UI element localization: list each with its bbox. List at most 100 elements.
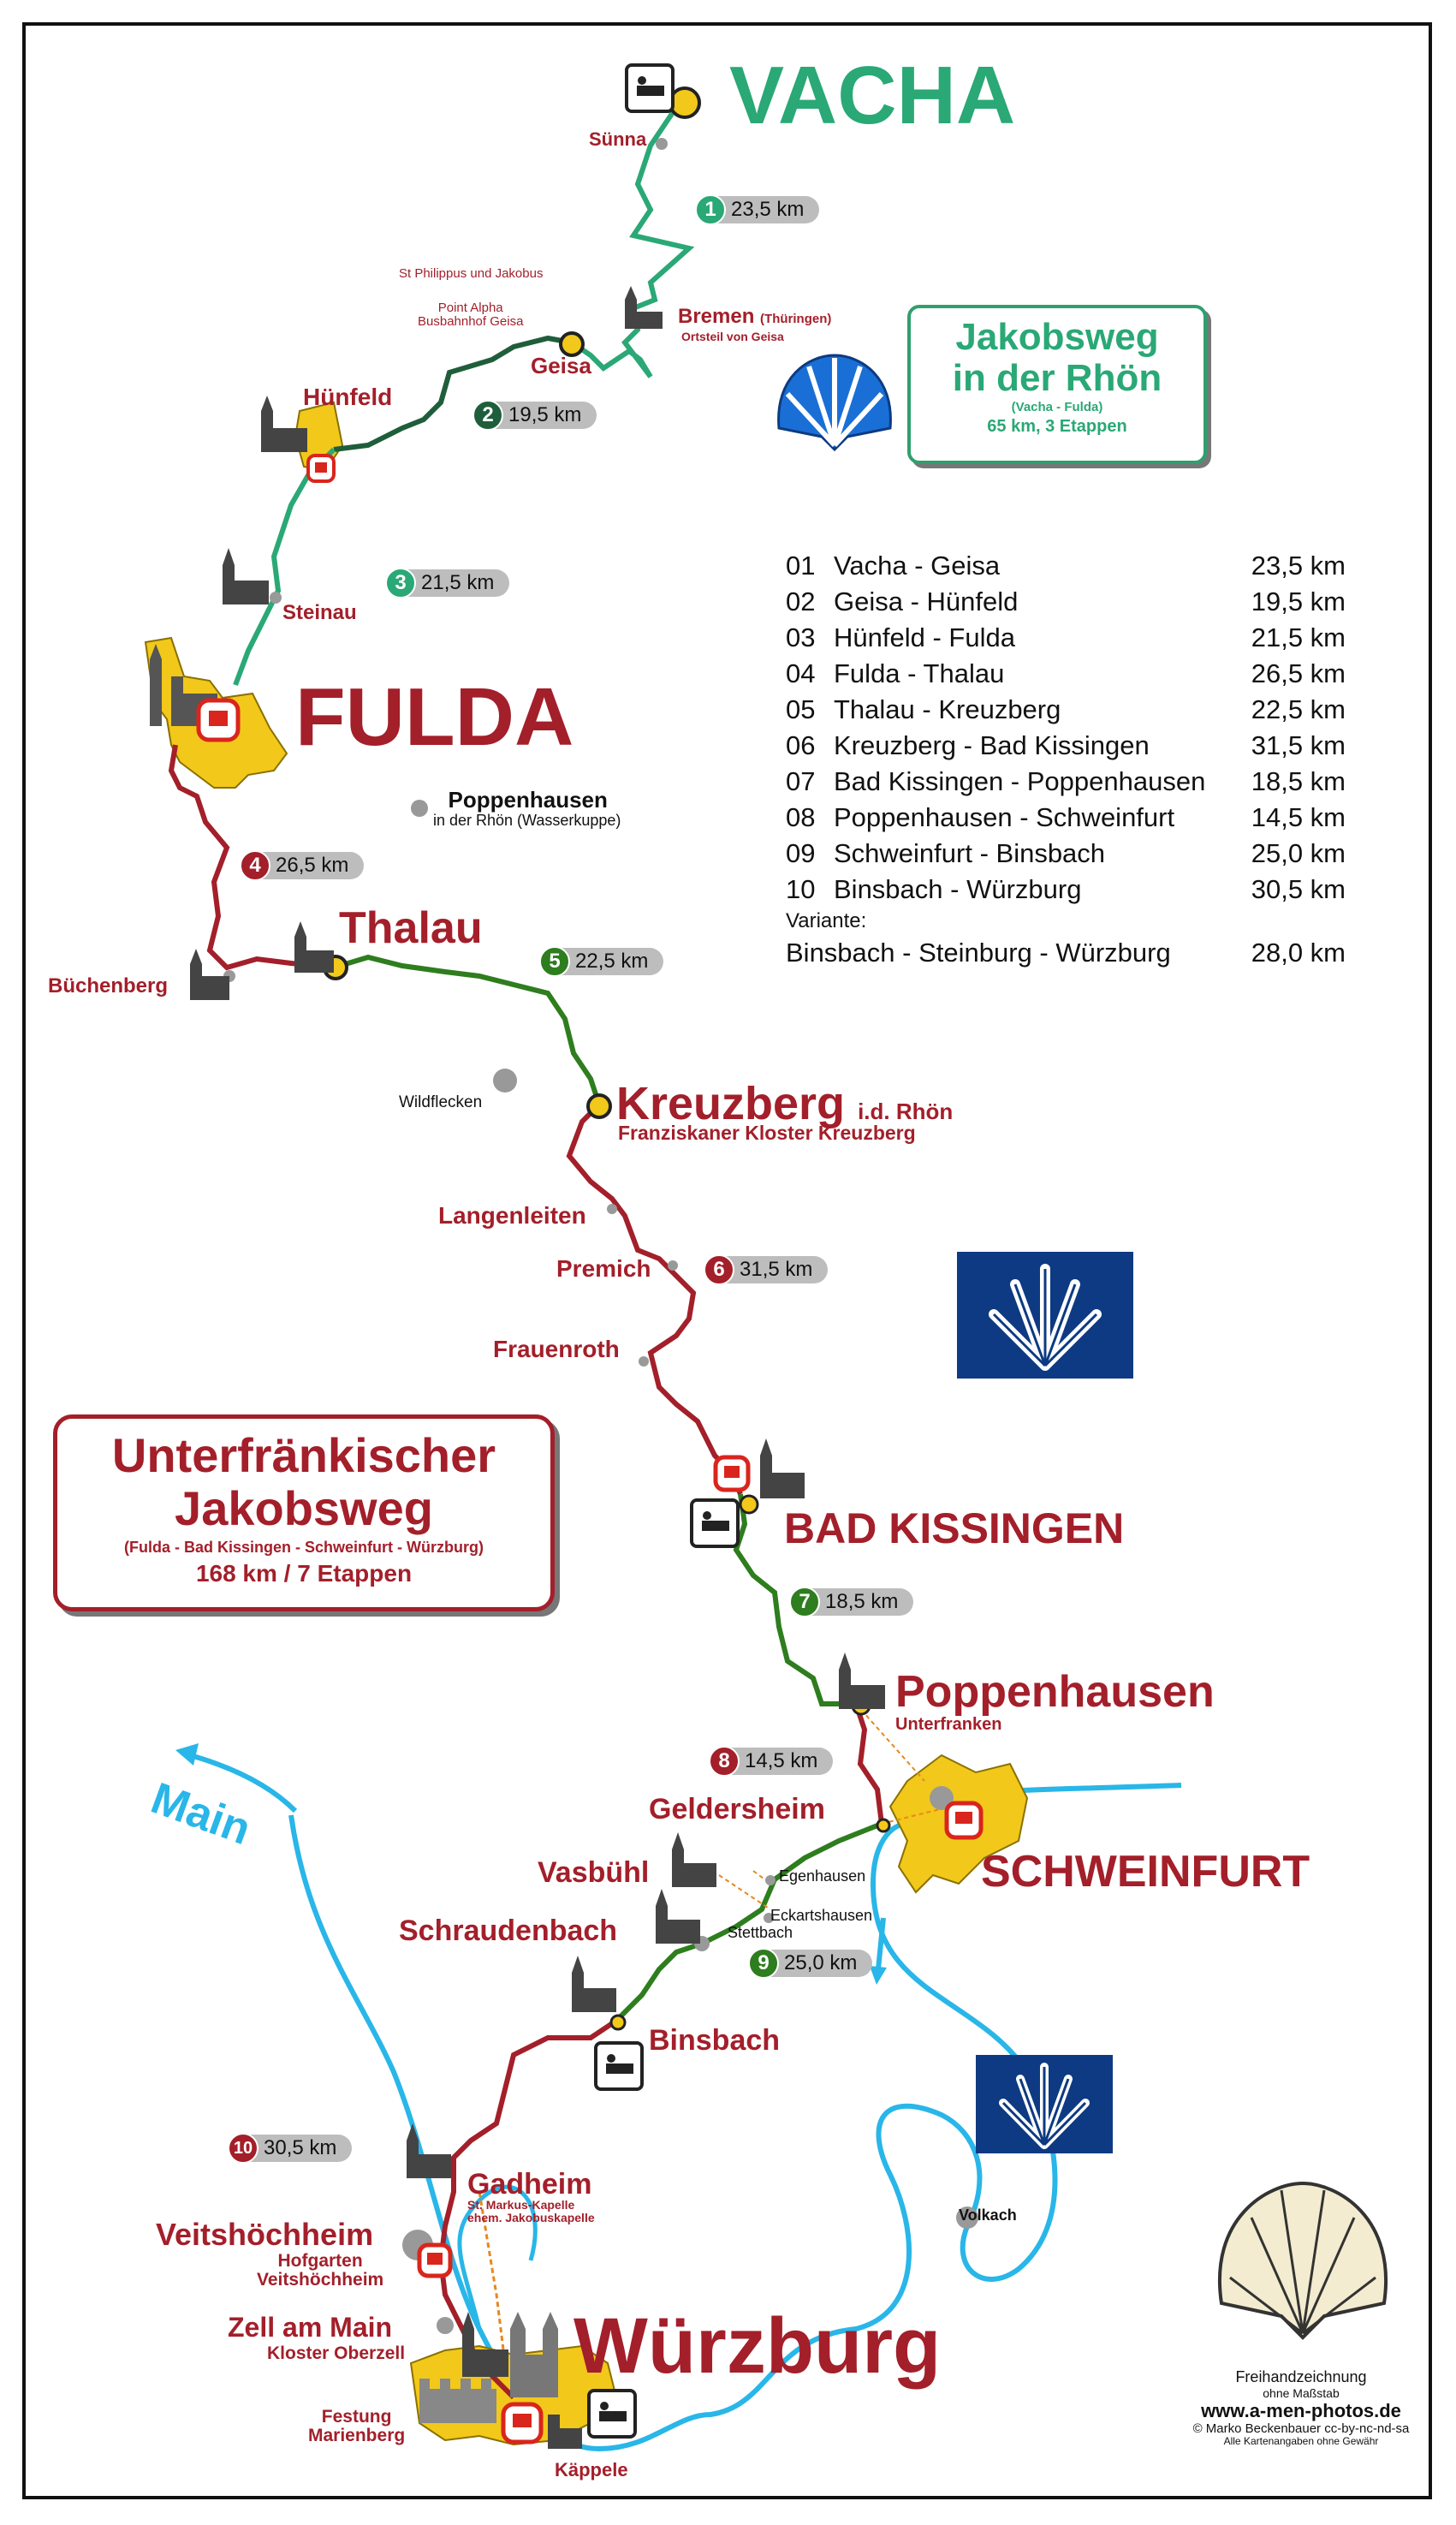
stop-vacha <box>669 86 701 119</box>
credit-copyright: © Marko Beckenbauer cc-by-nc-nd-sa <box>1192 2421 1410 2437</box>
label-steinau: Steinau <box>282 601 357 624</box>
stage-row-name: Geisa - Hünfeld <box>834 587 1019 616</box>
dot-steinau <box>270 592 282 604</box>
stage-row-name: Kreuzberg - Bad Kissingen <box>834 730 1150 760</box>
label-buechenberg: Büchenberg <box>48 974 169 997</box>
variante-label-row: Variante: <box>786 908 1346 935</box>
label-bremen: Bremen (Thüringen) <box>678 305 832 328</box>
train-icon-schweinfurt <box>944 1801 984 1840</box>
church-icon-wuerzburg-dom <box>510 2312 558 2397</box>
church-icon-schraudenbach <box>656 1889 700 1944</box>
credit-site: www.a-men-photos.de <box>1201 2399 1401 2421</box>
label-zell: Zell am Main <box>228 2312 393 2343</box>
dot-wildflecken <box>493 1069 517 1093</box>
church-icon-gadheim <box>407 2123 451 2178</box>
label-geldersheim: Geldersheim <box>649 1793 825 1825</box>
stage-row-number: 06 <box>786 730 816 760</box>
dot-volkach <box>956 2206 978 2229</box>
rhoen-info: 65 km, 3 Etappen <box>987 417 1127 436</box>
train-icon-veitshoechheim <box>417 2242 453 2278</box>
church-icon-steinau <box>223 548 269 604</box>
stage-row-name: Thalau - Kreuzberg <box>834 694 1061 724</box>
stage-row-number: 09 <box>786 838 816 868</box>
stage-row: 01 Vacha - Geisa 23,5 km <box>786 548 1346 584</box>
church-icon-bremen <box>625 286 663 329</box>
dot-schweinfurt <box>930 1786 954 1810</box>
label-vasbuehl: Vasbühl <box>538 1856 650 1889</box>
stage-row-number: 10 <box>786 874 816 904</box>
train-icon-bad-kissingen <box>713 1455 751 1492</box>
stop-geisa <box>559 331 585 357</box>
stop-geldersheim <box>876 1818 891 1833</box>
stage-row-km: 23,5 km <box>1251 551 1346 581</box>
stage-row-name: Fulda - Thalau <box>834 658 1005 688</box>
label-zell-sub: Kloster Oberzell <box>267 2343 406 2363</box>
unterfranken-title-2: Jakobsweg <box>175 1481 433 1535</box>
stage-row-name: Bad Kissingen - Poppenhausen <box>834 766 1206 796</box>
label-fulda: FULDA <box>295 671 574 763</box>
river-arrow-top <box>183 1751 298 1813</box>
route-stage-6 <box>566 1102 743 1496</box>
stage-row-name: Hünfeld - Fulda <box>834 622 1015 652</box>
label-veitshoechheim: Veitshöchheim <box>156 2217 374 2252</box>
dot-suenna <box>656 138 668 150</box>
shell-icon-natural <box>1218 2181 1388 2340</box>
stage-row-km: 25,0 km <box>1251 838 1346 868</box>
credit-line-1: Freihandzeichnung <box>1235 2368 1367 2385</box>
stage-row-number: 03 <box>786 622 816 652</box>
stage-row-number: 01 <box>786 551 816 581</box>
stop-binsbach <box>609 2014 627 2031</box>
church-icon-bad-kissingen <box>760 1438 805 1498</box>
credits: Freihandzeichnung ohne Maßstab www.a-men… <box>1181 2368 1421 2448</box>
dot-poppenhausen-rhoen <box>411 800 428 817</box>
route-variant <box>478 2191 507 2364</box>
rhoen-sub: (Vacha - Fulda) <box>1011 400 1103 414</box>
stage-row: 06 Kreuzberg - Bad Kissingen 31,5 km <box>786 728 1346 764</box>
label-eckartshausen: Eckartshausen <box>770 1907 873 1924</box>
train-icon-wuerzburg <box>501 2402 544 2445</box>
unterfranken-title-1: Unterfränkischer <box>111 1428 496 1482</box>
river-arrow-right <box>876 1917 886 1970</box>
map-frame <box>22 22 1432 2499</box>
info-box-unterfranken: Unterfränkischer Jakobsweg (Fulda - Bad … <box>53 1414 555 1611</box>
label-kreuzberg: Kreuzberg i.d. Rhön <box>616 1078 954 1129</box>
variante-label: Variante: <box>786 909 867 932</box>
dot-eckartshausen <box>764 1913 774 1923</box>
label-volkach: Volkach <box>959 2206 1017 2224</box>
rhoen-title-2: in der Rhön <box>952 357 1162 399</box>
stage-row-number: 07 <box>786 766 816 796</box>
variante-km: 28,0 km <box>1251 938 1346 968</box>
label-huenfeld: Hünfeld <box>303 384 393 410</box>
label-bremen-sub: Ortsteil von Geisa <box>681 330 784 343</box>
stage-row-km: 31,5 km <box>1251 730 1346 760</box>
label-gadheim: Gadheim <box>467 2168 592 2200</box>
label-kaeppele: Käppele <box>555 2459 628 2480</box>
train-icon-huenfeld <box>306 454 336 483</box>
stage-row-name: Vacha - Geisa <box>834 551 1001 581</box>
stage-row-km: 22,5 km <box>1251 694 1346 724</box>
stage-row-name: Poppenhausen - Schweinfurt <box>834 802 1175 832</box>
stop-bad-kissingen <box>739 1494 759 1515</box>
label-st-philippus: St Philippus und Jakobus <box>399 266 544 281</box>
stage-row-number: 04 <box>786 658 816 688</box>
credit-line-2: ohne Maßstab <box>1263 2385 1340 2400</box>
dot-premich <box>668 1260 678 1271</box>
church-icon-kaeppele <box>548 2415 582 2449</box>
route-stage-5 <box>333 954 602 1105</box>
route-stage-7 <box>733 1493 856 1706</box>
